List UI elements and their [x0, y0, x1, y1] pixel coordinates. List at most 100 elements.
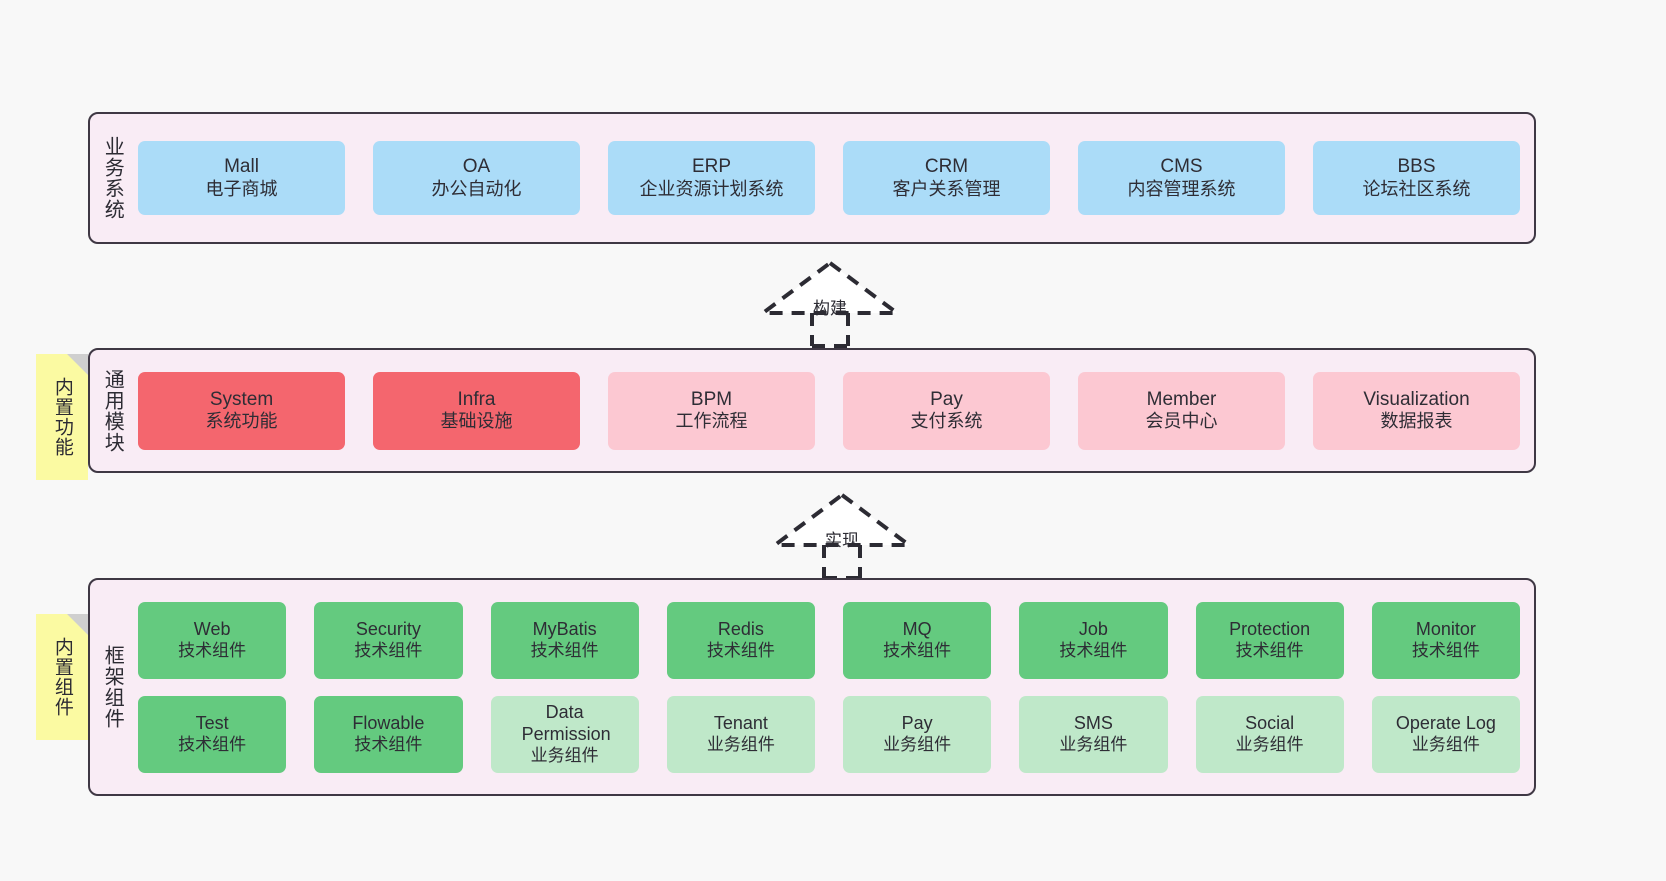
node-oa-en: OA	[462, 156, 491, 178]
node-member[interactable]: Member 会员中心	[1078, 371, 1285, 450]
node-social-cn: 业务组件	[1235, 734, 1304, 754]
node-protection-cn: 技术组件	[1235, 640, 1304, 660]
node-pay-module-cn: 支付系统	[910, 411, 983, 432]
node-crm-en: CRM	[924, 156, 969, 178]
node-infra-cn: 基础设施	[440, 411, 513, 432]
note-fold-corner-icon	[67, 354, 88, 375]
node-member-en: Member	[1146, 388, 1217, 410]
node-system-en: System	[209, 388, 274, 410]
node-social[interactable]: Social 业务组件	[1195, 695, 1344, 773]
node-protection[interactable]: Protection 技术组件	[1195, 601, 1344, 679]
node-web-en: Web	[193, 618, 231, 639]
layer-framework-component: 框架组件 Web 技术组件 Security 技术组件 MyBatis 技术组件…	[88, 578, 1536, 796]
node-crm-cn: 客户关系管理	[892, 178, 1001, 199]
node-cms-cn: 内容管理系统	[1127, 178, 1236, 199]
node-visualization[interactable]: Visualization 数据报表	[1313, 371, 1520, 450]
connector-implement-label: 实现	[825, 531, 859, 550]
connector-build-arrow	[756, 260, 904, 348]
node-system-cn: 系统功能	[205, 411, 278, 432]
node-security[interactable]: Security 技术组件	[314, 601, 463, 679]
layer-title-common-module: 通用模块	[101, 368, 124, 453]
node-tenant[interactable]: Tenant 业务组件	[666, 695, 815, 773]
layer-body-common-module: System 系统功能 Infra 基础设施 BPM 工作流程 Pay 支付系统…	[134, 350, 1534, 471]
node-infra-en: Infra	[457, 388, 496, 410]
node-redis-cn: 技术组件	[706, 640, 775, 660]
note-builtin-function: 内置功能	[36, 354, 88, 480]
node-test-cn: 技术组件	[178, 734, 247, 754]
node-cms[interactable]: CMS 内容管理系统	[1078, 141, 1285, 215]
layer-business-system: 业务系统 Mall 电子商城 OA 办公自动化 ERP 企业资源计划系统 CRM…	[88, 112, 1536, 244]
layer-body-framework-component: Web 技术组件 Security 技术组件 MyBatis 技术组件 Redi…	[134, 580, 1534, 794]
node-bpm[interactable]: BPM 工作流程	[608, 371, 815, 450]
node-mybatis[interactable]: MyBatis 技术组件	[490, 601, 639, 679]
node-tenant-cn: 业务组件	[706, 734, 775, 754]
node-mq-cn: 技术组件	[883, 640, 952, 660]
node-web-cn: 技术组件	[178, 640, 247, 660]
node-bbs[interactable]: BBS 论坛社区系统	[1313, 141, 1520, 215]
node-monitor[interactable]: Monitor 技术组件	[1371, 601, 1520, 679]
node-flowable[interactable]: Flowable 技术组件	[314, 695, 463, 773]
node-erp-en: ERP	[691, 156, 732, 178]
node-oa-cn: 办公自动化	[431, 178, 522, 199]
node-test[interactable]: Test 技术组件	[138, 695, 287, 773]
node-mall[interactable]: Mall 电子商城	[138, 141, 345, 215]
node-mall-en: Mall	[224, 156, 259, 178]
node-crm[interactable]: CRM 客户关系管理	[843, 141, 1050, 215]
node-job[interactable]: Job 技术组件	[1019, 601, 1168, 679]
node-operate-log[interactable]: Operate Log 业务组件	[1371, 695, 1520, 773]
node-bbs-en: BBS	[1397, 156, 1436, 178]
node-redis[interactable]: Redis 技术组件	[666, 601, 815, 679]
node-redis-en: Redis	[717, 618, 764, 639]
node-pay-module[interactable]: Pay 支付系统	[843, 371, 1050, 450]
node-mall-cn: 电子商城	[205, 178, 278, 199]
node-pay-component-cn: 业务组件	[883, 734, 952, 754]
node-erp[interactable]: ERP 企业资源计划系统	[608, 141, 815, 215]
module-node-row: System 系统功能 Infra 基础设施 BPM 工作流程 Pay 支付系统…	[138, 371, 1520, 450]
node-tenant-en: Tenant	[713, 712, 768, 733]
node-monitor-cn: 技术组件	[1411, 640, 1480, 660]
note-builtin-component-label: 内置组件	[51, 637, 73, 717]
node-member-cn: 会员中心	[1145, 411, 1218, 432]
node-data-permission-cn: 业务组件	[530, 745, 599, 765]
node-mybatis-en: MyBatis	[532, 618, 597, 639]
framework-biz-row: Test 技术组件 Flowable 技术组件 Data Permission …	[138, 695, 1520, 773]
node-sms-en: SMS	[1073, 712, 1113, 733]
layer-title-framework-component: 框架组件	[101, 645, 124, 729]
layer-title-business-system: 业务系统	[101, 136, 124, 220]
node-oa[interactable]: OA 办公自动化	[373, 141, 580, 215]
node-data-permission-en: Data Permission	[521, 701, 611, 744]
business-node-row: Mall 电子商城 OA 办公自动化 ERP 企业资源计划系统 CRM 客户关系…	[138, 141, 1520, 215]
node-test-en: Test	[195, 712, 229, 733]
layer-body-business-system: Mall 电子商城 OA 办公自动化 ERP 企业资源计划系统 CRM 客户关系…	[134, 114, 1534, 242]
layer-common-module: 通用模块 System 系统功能 Infra 基础设施 BPM 工作流程 Pay…	[88, 348, 1536, 473]
node-flowable-cn: 技术组件	[354, 734, 423, 754]
node-job-cn: 技术组件	[1059, 640, 1128, 660]
node-protection-en: Protection	[1229, 618, 1311, 639]
node-pay-component[interactable]: Pay 业务组件	[843, 695, 992, 773]
node-system[interactable]: System 系统功能	[138, 371, 345, 450]
node-mq-en: MQ	[902, 618, 932, 639]
node-infra[interactable]: Infra 基础设施	[373, 371, 580, 450]
node-mq[interactable]: MQ 技术组件	[843, 601, 992, 679]
node-bbs-cn: 论坛社区系统	[1362, 178, 1471, 199]
node-pay-component-en: Pay	[901, 712, 933, 733]
node-visualization-en: Visualization	[1363, 388, 1470, 410]
node-cms-en: CMS	[1160, 156, 1203, 178]
node-sms[interactable]: SMS 业务组件	[1019, 695, 1168, 773]
node-security-cn: 技术组件	[354, 640, 423, 660]
node-visualization-cn: 数据报表	[1380, 411, 1453, 432]
node-mybatis-cn: 技术组件	[530, 640, 599, 660]
node-job-en: Job	[1078, 618, 1108, 639]
connector-build: 构建	[756, 258, 904, 348]
note-fold-corner-icon	[67, 614, 88, 635]
node-web[interactable]: Web 技术组件	[138, 601, 287, 679]
node-operate-log-en: Operate Log	[1395, 712, 1496, 733]
node-pay-module-en: Pay	[930, 388, 963, 410]
connector-build-label: 构建	[813, 299, 847, 318]
node-social-en: Social	[1245, 712, 1295, 733]
node-security-en: Security	[355, 618, 421, 639]
node-erp-cn: 企业资源计划系统	[639, 178, 784, 199]
node-data-permission[interactable]: Data Permission 业务组件	[490, 695, 639, 773]
framework-tech-row: Web 技术组件 Security 技术组件 MyBatis 技术组件 Redi…	[138, 601, 1520, 679]
